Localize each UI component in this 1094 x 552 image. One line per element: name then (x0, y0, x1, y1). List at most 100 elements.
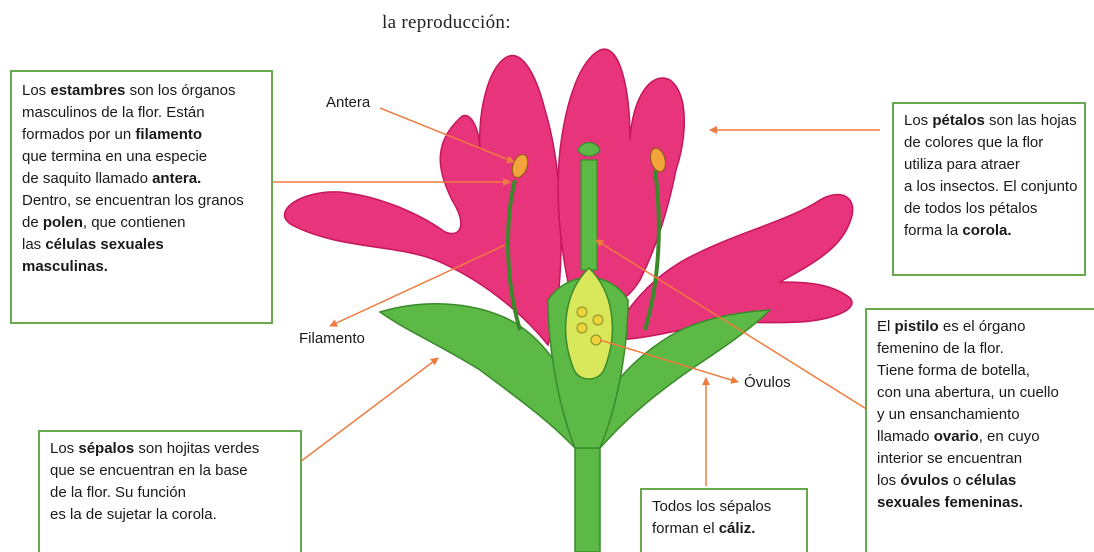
text-segment: masculinos de la flor. Están (22, 104, 205, 121)
box-line: masculinos de la flor. Están (22, 102, 261, 124)
box-line: a los insectos. El conjunto (904, 176, 1078, 198)
stamen-filament-right (643, 169, 661, 331)
petal-left (284, 54, 562, 347)
box-line: femenino de la flor. (877, 338, 1084, 360)
box-line: sexuales femeninas. (877, 492, 1084, 514)
text-segment: es la de sujetar la corola. (50, 506, 217, 523)
box-line: interior se encuentran (877, 448, 1084, 470)
text-segment: y un ensanchamiento (877, 406, 1020, 423)
box-line: que se encuentran en la base (50, 460, 290, 482)
sepalos-box: Los sépalos son hojitas verdes que se enc… (38, 430, 302, 552)
text-segment: Todos los sépalos (652, 498, 772, 515)
text-segment: Los (904, 112, 933, 129)
box-line: de la flor. Su función (50, 482, 290, 504)
bold-term: pétalos (932, 112, 985, 129)
text-segment: Los (50, 440, 79, 457)
text-segment: es el órgano (938, 318, 1026, 335)
text-segment: los (877, 472, 901, 489)
box-line: llamado ovario, en cuyo (877, 426, 1084, 448)
anther-right (650, 147, 666, 173)
text-segment: forman el (652, 520, 719, 537)
text-segment: son las hojas (984, 112, 1077, 129)
text-segment: o (948, 472, 966, 489)
text-segment: son hojitas verdes (134, 440, 260, 457)
text-segment: interior se encuentran (877, 450, 1023, 467)
box-line: utiliza para atraer (904, 154, 1074, 176)
text-segment: , que contienen (82, 214, 186, 231)
text-segment: con una abertura, un cuello (877, 384, 1059, 401)
ovule (576, 322, 588, 334)
ovule (592, 314, 604, 326)
arrow-filamento (329, 244, 506, 327)
label-antera: Antera (326, 94, 371, 111)
box-line: de polen, que contienen (22, 212, 261, 234)
top-caption: la reproducción: (382, 12, 511, 33)
pistil-style (580, 159, 598, 271)
label-filamento: Filamento (299, 330, 365, 347)
bold-term: células (965, 472, 1017, 489)
arrow-sepalos (299, 357, 439, 463)
stamen-filament-left (506, 179, 522, 331)
text-segment: Los (22, 82, 51, 99)
text-segment: Tiene forma de botella, (877, 362, 1030, 379)
box-line: forman el cáliz. (652, 518, 796, 540)
bold-term: cáliz. (718, 520, 756, 537)
stem (574, 447, 601, 552)
box-line: y un ensanchamiento (877, 404, 1084, 426)
pistil-stigma (577, 141, 601, 157)
text-segment: llamado (877, 428, 934, 445)
bold-term: estambres (50, 82, 126, 99)
box-line: Tiene forma de botella, (877, 360, 1084, 382)
text-segment: de todos los pétalos (904, 200, 1038, 217)
box-line: masculinas. (22, 256, 261, 278)
petal-center (557, 48, 685, 308)
text-segment: de (22, 214, 43, 231)
label-ovulos: Óvulos (744, 374, 791, 391)
text-segment: de colores que la flor (904, 134, 1044, 151)
text-segment: que termina en una especie (22, 148, 208, 165)
caliz-box: Todos los sépalos forman el cáliz. (640, 488, 808, 552)
ovule (590, 334, 602, 346)
bold-term: óvulos (900, 472, 949, 489)
bold-term: filamento (135, 126, 203, 143)
text-segment: formados por un (22, 126, 136, 143)
text-segment: utiliza para atraer (904, 156, 1020, 173)
text-segment: Dentro, se encuentran los granos (22, 192, 244, 209)
box-line: Los pétalos son las hojas (904, 110, 1077, 132)
ovary (564, 266, 614, 380)
bold-term: corola. (962, 222, 1012, 239)
text-segment: las (22, 236, 46, 253)
bold-term: sexuales femeninas. (877, 494, 1023, 511)
anther-left (511, 153, 529, 179)
text-segment: de la flor. Su función (50, 484, 186, 501)
box-line: de todos los pétalos (904, 198, 1074, 220)
text-segment: forma la (904, 222, 963, 239)
bold-term: polen (42, 214, 83, 231)
text-segment: de saquito llamado (22, 170, 153, 187)
box-line: las células sexuales (22, 234, 261, 256)
box-line: Los sépalos son hojitas verdes (50, 438, 290, 460)
box-line: Todos los sépalos (652, 496, 796, 518)
text-segment: , en cuyo (978, 428, 1040, 445)
text-segment: que se encuentran en la base (50, 462, 248, 479)
box-line: formados por un filamento (22, 124, 261, 146)
petalos-box: Los pétalos son las hojas de colores que … (892, 102, 1086, 276)
box-line: forma la corola. (904, 220, 1074, 242)
box-line: que termina en una especie (22, 146, 261, 168)
arrow-pistilo (595, 239, 885, 421)
box-line: El pistilo es el órgano (877, 316, 1084, 338)
bold-term: pistilo (894, 318, 939, 335)
box-line: de saquito llamado antera. (22, 168, 261, 190)
text-segment: a los insectos. El conjunto (904, 178, 1078, 195)
estambres-box: Los estambres son los órganos masculinos … (10, 70, 273, 324)
box-line: con una abertura, un cuello (877, 382, 1084, 404)
bold-term: masculinas. (22, 258, 108, 275)
text-segment: El (877, 318, 895, 335)
text-segment: son los órganos (125, 82, 236, 99)
bold-term: ovario (933, 428, 979, 445)
bold-term: células sexuales (45, 236, 164, 253)
arrow-ovulos (599, 339, 739, 384)
bold-term: antera. (152, 170, 202, 187)
